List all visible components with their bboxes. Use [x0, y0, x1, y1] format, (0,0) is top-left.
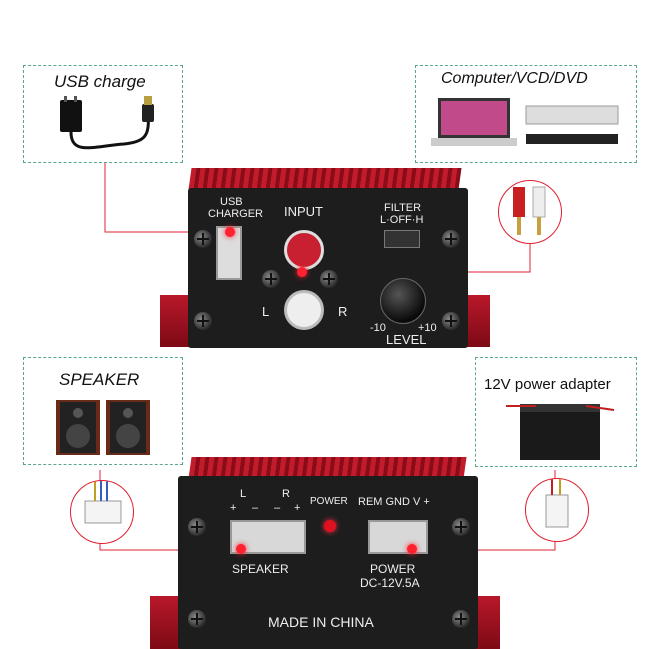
screw-icon	[188, 610, 206, 628]
usb-charge-title: USB charge	[54, 72, 146, 91]
battery-icon	[506, 404, 615, 460]
speaker-marker-dot	[236, 544, 246, 554]
usb-label-line1: USB	[220, 196, 243, 208]
filter-label-line2: L·OFF·H	[380, 214, 424, 226]
rca-jack-right[interactable]	[284, 290, 324, 330]
level-knob[interactable]	[380, 278, 426, 324]
power-plug-icon	[545, 479, 569, 528]
screw-icon	[194, 312, 212, 330]
speaker-title: SPEAKER	[59, 370, 140, 389]
terminal-sign-2: –	[252, 502, 259, 514]
power-led-label: POWER	[310, 496, 348, 507]
power-marker-dot	[407, 544, 417, 554]
computer-callout: Computer/VCD/DVD	[415, 65, 637, 163]
rca-jack-left[interactable]	[284, 230, 324, 270]
rear-panel: L R + – – + SPEAKER POWER REM GND V + PO…	[178, 476, 478, 649]
terminal-sign-4: +	[294, 502, 301, 514]
screw-icon	[194, 230, 212, 248]
screw-icon	[452, 518, 470, 536]
speaker-callout: SPEAKER	[23, 357, 183, 465]
filter-switch[interactable]	[384, 230, 420, 248]
front-panel: USB CHARGER INPUT L R FILTER L·OFF·H -10…	[188, 188, 468, 348]
level-max-label: +10	[418, 322, 437, 334]
laptop-dvd-icon	[431, 98, 619, 146]
speakers-icon	[56, 400, 150, 455]
speaker-plug-circle	[70, 480, 134, 544]
usb-charger-icon	[60, 96, 154, 150]
power-adapter-callout: 12V power adapter	[475, 357, 637, 467]
terminal-sign-1: +	[230, 502, 237, 514]
left-channel-label: L	[262, 304, 270, 319]
power-led	[324, 520, 336, 532]
front-top-fins	[188, 168, 462, 190]
input-label: INPUT	[284, 204, 323, 219]
made-in-china-label: MADE IN CHINA	[268, 614, 374, 630]
screw-icon	[320, 270, 338, 288]
screw-icon	[452, 610, 470, 628]
power-adapter-title: 12V power adapter	[484, 376, 611, 393]
screw-icon	[442, 230, 460, 248]
power-label: POWER	[370, 562, 416, 576]
screw-icon	[188, 518, 206, 536]
usb-marker-dot	[225, 227, 235, 237]
right-channel-label: R	[338, 304, 348, 319]
level-label: LEVEL	[386, 332, 427, 347]
rear-l-label: L	[240, 488, 247, 500]
rca-plug-circle	[498, 180, 562, 244]
power-connector[interactable]	[368, 520, 428, 554]
rca-plug-icon	[513, 186, 546, 235]
rear-r-label: R	[282, 488, 290, 500]
usb-charge-callout: USB charge	[23, 65, 183, 163]
computer-title: Computer/VCD/DVD	[441, 70, 588, 87]
usb-label-line2: CHARGER	[208, 208, 264, 220]
speaker-plug-icon	[84, 481, 122, 524]
rem-gnd-v-label: REM GND V +	[358, 496, 430, 508]
power-plug-circle	[525, 478, 589, 542]
speaker-label: SPEAKER	[232, 562, 289, 576]
screw-icon	[442, 312, 460, 330]
terminal-sign-3: –	[274, 502, 281, 514]
input-marker-dot	[297, 267, 307, 277]
level-min-label: -10	[370, 322, 386, 334]
filter-label-line1: FILTER	[384, 202, 422, 214]
screw-icon	[262, 270, 280, 288]
dc-label: DC-12V.5A	[360, 576, 420, 590]
